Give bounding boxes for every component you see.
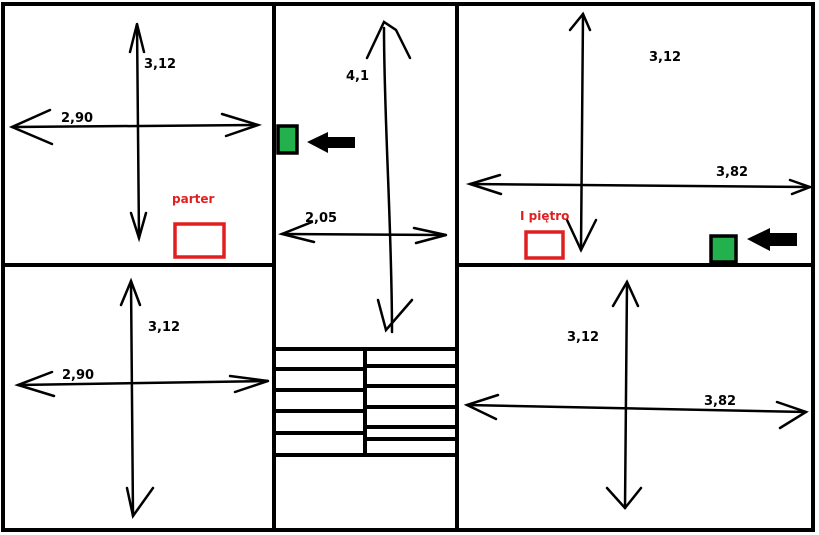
first-entrance-arrow-icon xyxy=(747,228,797,251)
ground-floor-box xyxy=(173,222,226,259)
ground-entrance-arrow-icon xyxy=(307,132,355,153)
room-width-label: 2,90 xyxy=(62,368,94,383)
room-top-left: 3,12 2,90 xyxy=(8,22,263,243)
first-entrance-marker-icon xyxy=(709,234,738,264)
horizontal-dimension-arrow-icon xyxy=(465,173,814,196)
room-height-label: 4,1 xyxy=(346,69,369,84)
room-hall: 4,1 2,05 xyxy=(277,20,448,334)
room-height-label: 3,12 xyxy=(148,320,180,335)
vertical-dimension-arrow-icon xyxy=(365,20,414,334)
room-bottom-left: 3,12 2,90 xyxy=(14,277,270,520)
vertical-dimension-arrow-icon xyxy=(128,22,148,243)
staircase-icon xyxy=(274,347,457,457)
first-floor-label: I piętro xyxy=(520,209,569,223)
room-width-label: 2,05 xyxy=(305,211,337,226)
horizontal-dimension-arrow-icon xyxy=(14,370,270,398)
ground-entrance-marker-icon xyxy=(276,124,299,155)
room-height-label: 3,12 xyxy=(649,50,681,65)
room-width-label: 3,82 xyxy=(704,394,736,409)
vertical-dimension-arrow-icon xyxy=(605,279,643,510)
vertical-dimension-arrow-icon xyxy=(119,277,155,520)
horizontal-dimension-arrow-icon xyxy=(463,393,809,430)
room-height-label: 3,12 xyxy=(144,57,176,72)
horizontal-dimension-arrow-icon xyxy=(8,108,263,146)
room-height-label: 3,12 xyxy=(567,330,599,345)
room-bottom-right: 3,12 3,82 xyxy=(463,279,809,510)
room-top-right: 3,12 3,82 xyxy=(465,11,814,253)
room-width-label: 2,90 xyxy=(61,111,93,126)
ground-floor-label: parter xyxy=(172,192,214,206)
horizontal-dimension-arrow-icon xyxy=(277,220,448,245)
room-width-label: 3,82 xyxy=(716,165,748,180)
first-floor-box xyxy=(524,230,565,260)
vertical-dimension-arrow-icon xyxy=(565,11,598,253)
